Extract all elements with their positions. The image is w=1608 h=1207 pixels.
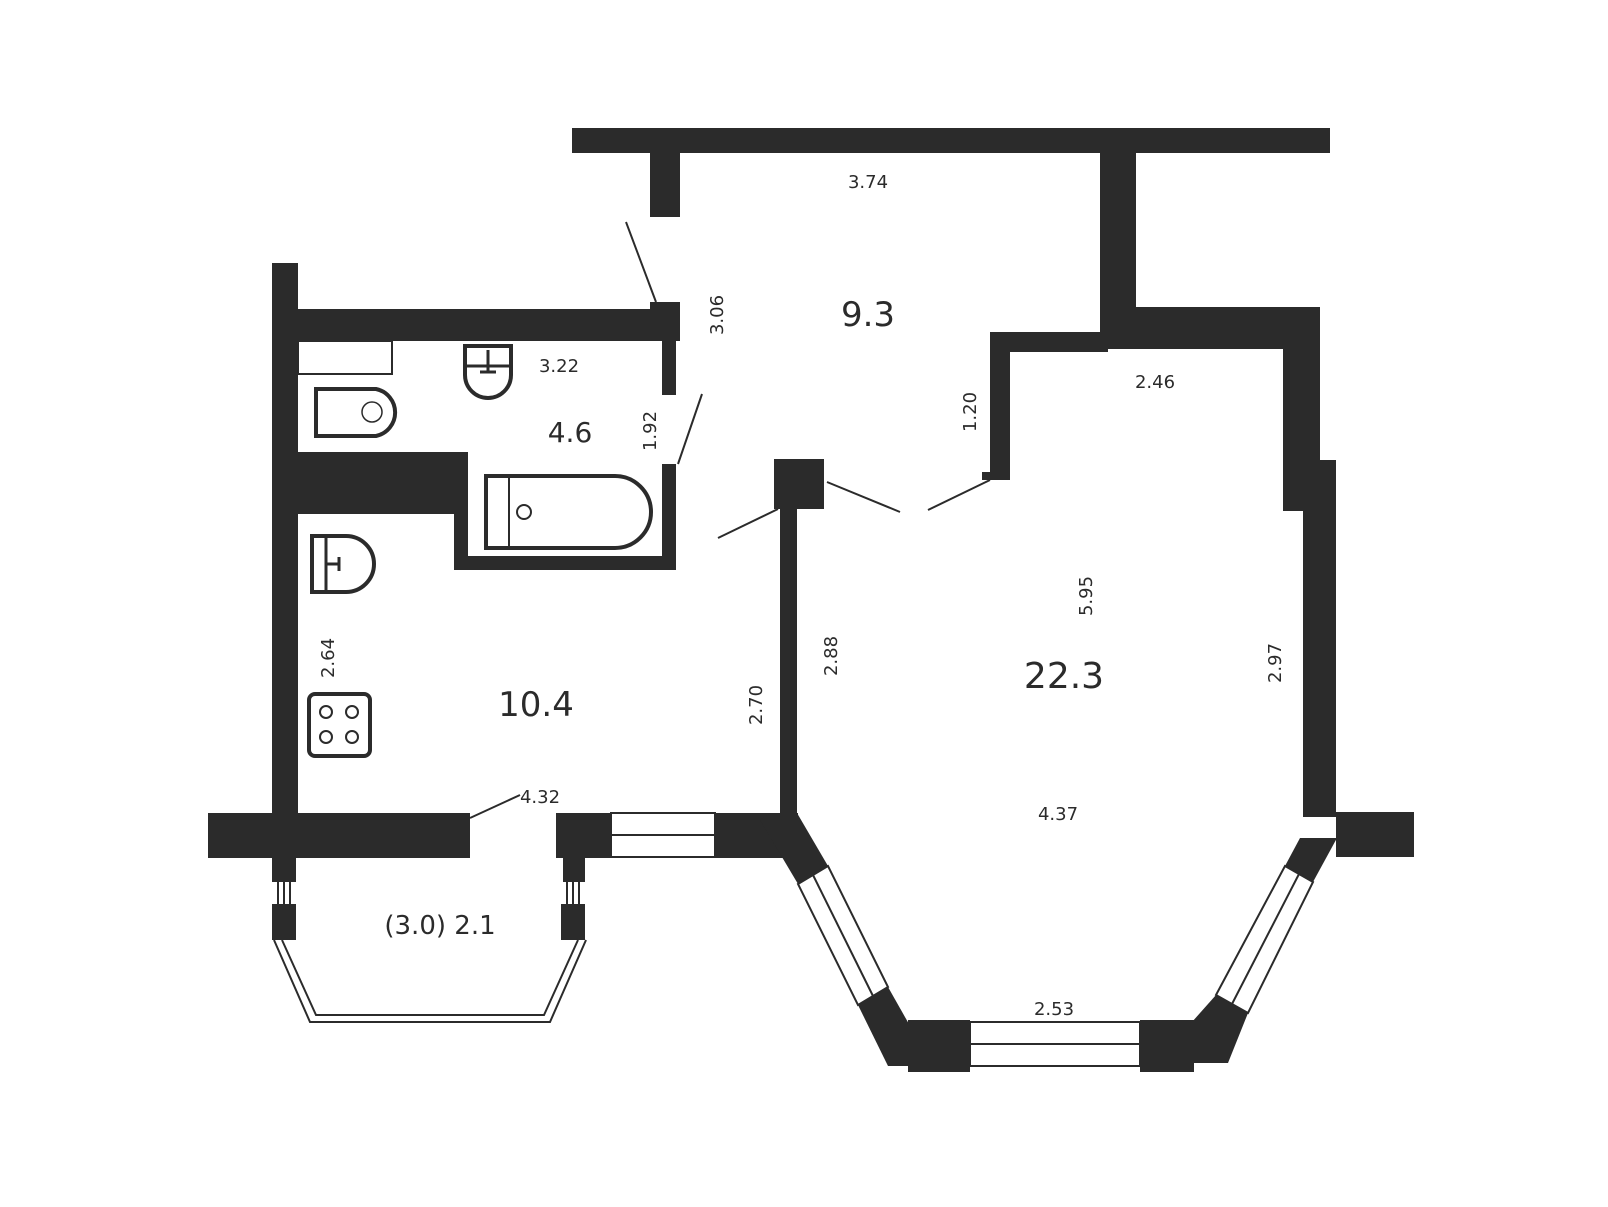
dim-kitchen-bottom: 4.32 — [520, 787, 560, 808]
dim-bath-top: 3.22 — [539, 356, 579, 377]
balcony-window-right — [566, 882, 580, 904]
living-partition-foot — [982, 472, 1010, 480]
bath-shelf — [297, 340, 393, 375]
dim-living-bay: 2.53 — [1034, 999, 1074, 1020]
bath-top-wall — [272, 309, 680, 341]
bath-door — [677, 393, 703, 465]
bath-area-label: 4.6 — [548, 416, 593, 449]
dim-hall-right: 1.20 — [960, 392, 981, 432]
dim-living-top: 2.46 — [1135, 372, 1175, 393]
bay-left-wall-top — [760, 813, 828, 884]
doors — [297, 221, 991, 819]
living-door-left — [826, 481, 901, 513]
bath-kitchen-wall — [272, 452, 468, 514]
dim-kitchen-left: 2.64 — [318, 638, 339, 678]
bath-right-wall-lower — [662, 464, 676, 568]
windows — [273, 812, 1315, 1067]
dim-living-right: 2.97 — [1265, 643, 1286, 683]
balcony-railing-outer — [273, 939, 587, 1023]
balcony-left-post — [272, 858, 296, 882]
kitchen-living-wall — [780, 505, 797, 817]
bay-bottom-wall-left — [908, 1020, 970, 1072]
living-top-left-wall — [990, 332, 1108, 352]
balcony-right-post — [563, 858, 585, 882]
dim-hall-top: 3.74 — [848, 172, 888, 193]
stove-icon — [307, 692, 372, 758]
dim-living-center: 5.95 — [1076, 576, 1097, 616]
bath-kitchen-wall-return — [454, 452, 468, 570]
living-right-wall — [1303, 460, 1336, 817]
bay-bottom-wall-right — [1140, 1020, 1194, 1072]
bath-bottom-wall — [454, 556, 676, 570]
walls — [208, 128, 1414, 1072]
hall-right-wall — [1100, 150, 1136, 310]
kitchen-sink-icon — [310, 534, 376, 594]
living-partition-wall — [990, 332, 1010, 480]
hall-area-label: 9.3 — [841, 295, 895, 335]
right-exterior-stub — [1336, 812, 1414, 857]
kitchen-area-label: 10.4 — [498, 685, 574, 725]
toilet-icon — [314, 387, 398, 438]
left-exterior-wall — [272, 263, 298, 815]
bay-left-wall-bottom — [858, 987, 918, 1066]
kitchen-bottom-wall-left — [208, 813, 470, 858]
balcony-right-post-low — [561, 904, 585, 940]
bathtub-icon — [484, 474, 653, 550]
top-exterior-wall — [572, 128, 1330, 153]
dim-living-bottom: 4.37 — [1038, 804, 1078, 825]
balcony-area-label: (3.0) 2.1 — [384, 911, 495, 941]
balcony-railing-inner — [281, 939, 579, 1016]
entrance-door — [625, 221, 657, 303]
dim-kitchen-right: 2.70 — [746, 685, 767, 725]
dimension-leader — [469, 794, 521, 819]
dim-bath-right: 1.92 — [640, 411, 661, 451]
dim-hall-left: 3.06 — [707, 295, 728, 335]
balcony-window-left — [277, 882, 291, 904]
hall-left-stub-wall — [650, 150, 680, 217]
balcony-left-post-low — [272, 904, 296, 940]
living-area-label: 22.3 — [1024, 656, 1104, 697]
bath-door-jamb — [650, 302, 680, 340]
bath-right-wall-upper — [662, 340, 676, 395]
sink-icon — [463, 344, 513, 400]
bay-right-wall-bottom — [1192, 995, 1248, 1063]
dim-living-left: 2.88 — [821, 636, 842, 676]
living-door-right — [927, 479, 991, 511]
kitchen-living-column — [774, 459, 824, 509]
bay-right-wall-top — [1285, 838, 1337, 882]
kitchen-door — [717, 508, 779, 539]
